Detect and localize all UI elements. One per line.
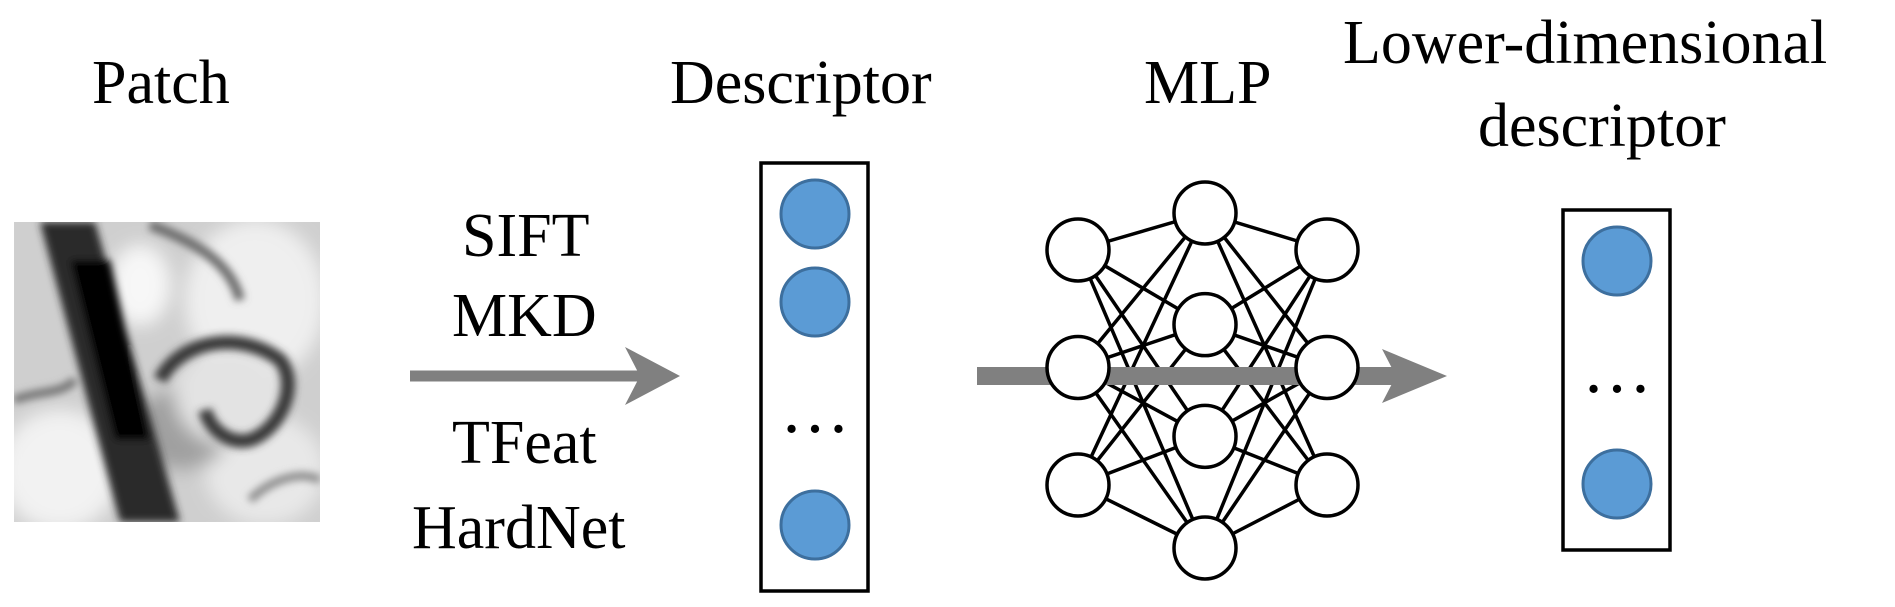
descriptor-ellipsis: … xyxy=(780,371,850,448)
arrow-extract xyxy=(410,347,680,405)
mlp-edge xyxy=(1076,366,1207,550)
mlp-node xyxy=(1294,334,1360,401)
descriptor-element xyxy=(779,266,851,338)
lower-dim-title-line2: descriptor xyxy=(1478,92,1726,160)
mlp-node xyxy=(1045,334,1111,401)
method-label-hardnet: HardNet xyxy=(412,494,626,562)
mlp-node xyxy=(1172,403,1238,470)
mlp-edge xyxy=(1076,212,1207,486)
mlp-edge xyxy=(1076,323,1207,487)
method-label-mkd: MKD xyxy=(452,282,597,350)
descriptor-title: Descriptor xyxy=(670,49,932,117)
lower-dim-ellipsis: … xyxy=(1582,331,1652,408)
mlp-node xyxy=(1172,291,1238,358)
mlp-edge xyxy=(1076,249,1207,549)
mlp-edge xyxy=(1203,249,1329,549)
mlp-node xyxy=(1294,452,1360,518)
descriptor-element xyxy=(779,489,851,561)
mlp-node xyxy=(1172,515,1238,581)
lower-dim-element xyxy=(1581,448,1653,520)
mlp-title: MLP xyxy=(1144,49,1272,117)
mlp-edge xyxy=(1203,212,1329,486)
method-label-sift: SIFT xyxy=(462,202,590,270)
mlp-edge xyxy=(1203,211,1329,369)
mlp-edge xyxy=(1076,211,1207,369)
method-label-tfeat: TFeat xyxy=(452,409,597,477)
lower-dim-descriptor-vector: … xyxy=(1561,208,1672,552)
mlp-edge xyxy=(1203,366,1329,549)
mlp-node xyxy=(1172,180,1238,246)
descriptor-vector: … xyxy=(759,161,870,593)
mlp-node xyxy=(1045,217,1111,283)
lower-dim-element xyxy=(1581,225,1653,297)
mlp-edge xyxy=(1203,323,1329,487)
mlp-nodes xyxy=(1045,180,1360,581)
mlp-node xyxy=(1045,452,1111,518)
patch-title: Patch xyxy=(92,49,230,117)
mlp-network xyxy=(977,180,1447,581)
mlp-edge xyxy=(1076,249,1207,438)
descriptor-element xyxy=(779,178,851,250)
mlp-edge xyxy=(1203,249,1329,438)
image-patch xyxy=(14,222,320,522)
lower-dim-title-line1: Lower-dimensional xyxy=(1343,9,1828,77)
mlp-node xyxy=(1294,217,1360,283)
